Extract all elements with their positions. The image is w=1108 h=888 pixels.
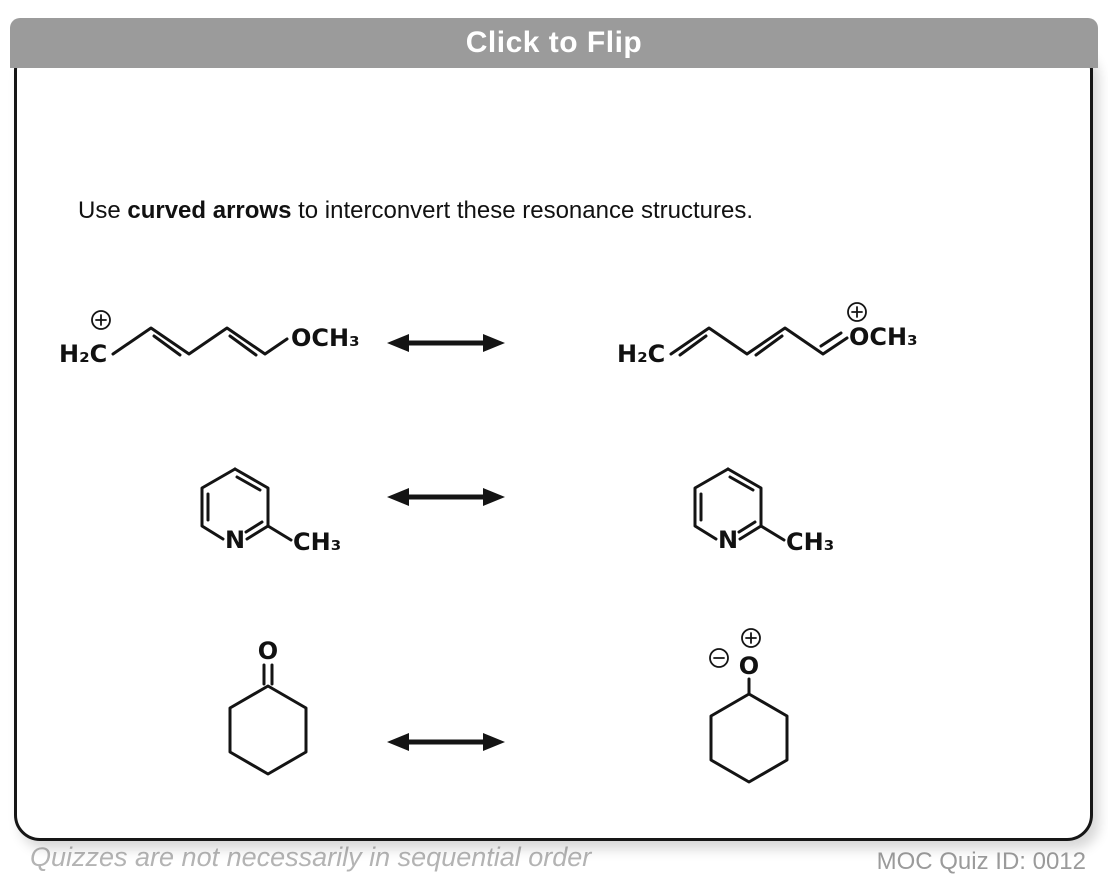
resonance-arrow-icon	[387, 733, 505, 751]
och3-label: OCH₃	[849, 323, 918, 351]
double-bond-line	[819, 331, 843, 348]
carbon-chain	[111, 326, 289, 356]
nitrogen-label: N	[225, 526, 245, 554]
carbon-chain	[669, 326, 849, 356]
methyl-bond	[266, 524, 293, 542]
molecule-cyclohexanone: O	[228, 637, 308, 776]
molecule-methoxypentadienyl-cation-left: H₂C OCH₃	[59, 310, 360, 368]
h2c-label: H₂C	[617, 340, 665, 368]
och3-label: OCH₃	[291, 324, 360, 352]
molecule-methylpyridine-right: N CH₃	[693, 467, 834, 556]
flip-header-title: Click to Flip	[465, 26, 643, 59]
instruction-bold: curved arrows	[127, 197, 292, 224]
molecule-cyclohexanone-charged: O	[709, 628, 789, 784]
pyridine-ring	[693, 467, 763, 541]
resonance-arrow-icon	[387, 334, 505, 352]
minus-charge-icon	[709, 648, 729, 668]
nitrogen-label: N	[718, 526, 738, 554]
double-bond-line	[228, 334, 258, 357]
quiz-id: MOC Quiz ID: 0012	[876, 848, 1086, 875]
flashcard[interactable]: Use curved arrows to interconvert these …	[14, 44, 1093, 841]
double-bond-line	[737, 520, 757, 534]
instruction-text: Use curved arrows to interconvert these …	[78, 197, 753, 225]
double-bond-line	[754, 334, 784, 357]
double-bond-line	[235, 475, 262, 492]
double-bond-line	[244, 520, 264, 534]
resonance-arrow-icon	[387, 488, 505, 506]
cyclohexane-ring	[228, 684, 308, 776]
h2c-label: H₂C	[59, 340, 107, 368]
flip-header[interactable]: Click to Flip	[10, 18, 1098, 68]
plus-charge-icon	[847, 302, 867, 322]
oxygen-label: O	[258, 637, 278, 665]
footer-note: Quizzes are not necessarily in sequentia…	[30, 842, 592, 872]
plus-charge-icon	[91, 310, 111, 330]
double-bond-line	[728, 475, 755, 492]
molecule-methylpyridine-left: N CH₃	[200, 467, 341, 556]
methyl-bond	[759, 524, 786, 542]
instruction-post: to interconvert these resonance structur…	[291, 197, 754, 224]
oxygen-label: O	[739, 652, 759, 680]
cyclohexane-ring	[709, 692, 789, 784]
methyl-label: CH₃	[786, 528, 834, 556]
methyl-label: CH₃	[293, 528, 341, 556]
double-bond-line	[678, 334, 708, 357]
plus-charge-icon	[741, 628, 761, 648]
instruction-pre: Use	[78, 197, 128, 224]
molecule-methoxypentadienyl-cation-right: H₂C OCH₃	[617, 302, 918, 368]
pyridine-ring	[200, 467, 270, 541]
double-bond-line	[152, 334, 182, 357]
